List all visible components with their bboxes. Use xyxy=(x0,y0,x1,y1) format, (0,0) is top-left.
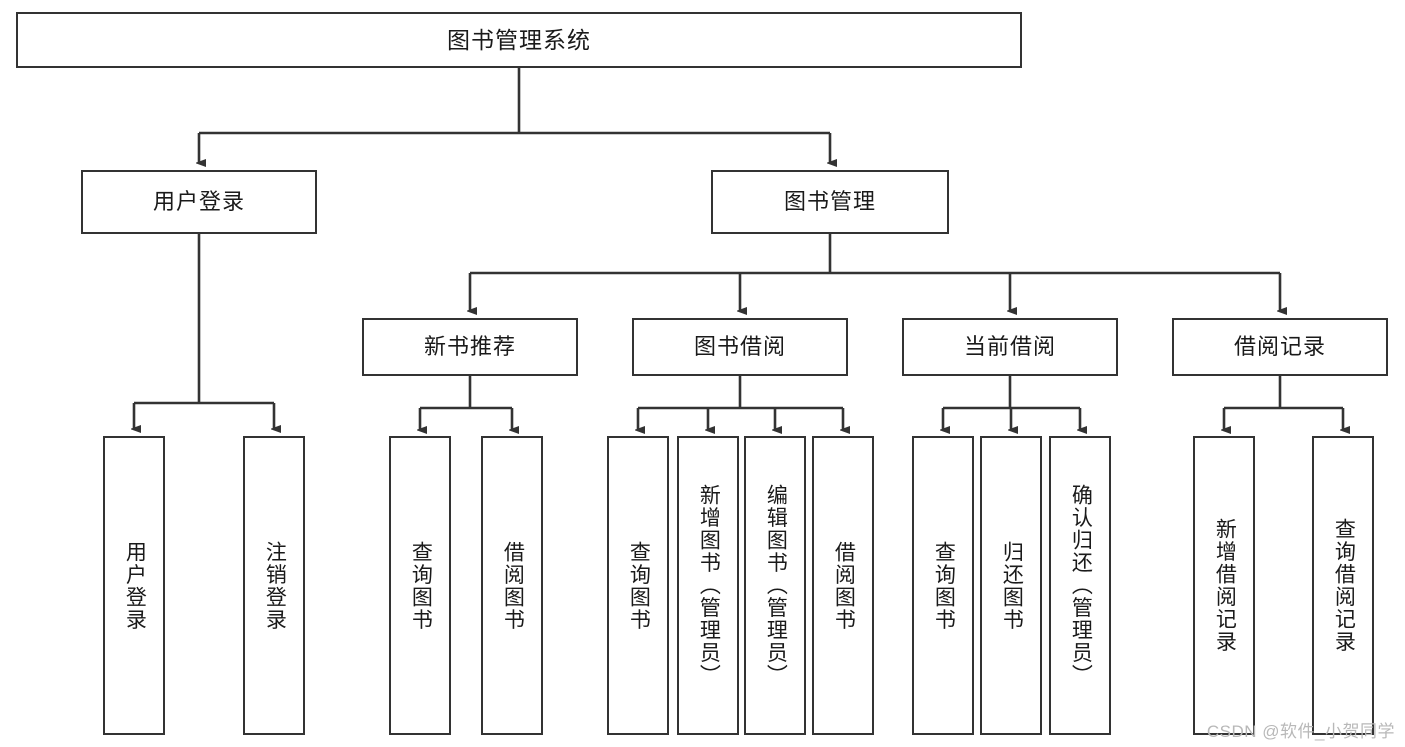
leaf-borrow-record-add-record[interactable]: 新增借阅记录 xyxy=(1193,436,1255,735)
leaf-book-borrow-add-book-admin[interactable]: 新增图书（管理员） xyxy=(677,436,739,735)
node-new-book-recommend[interactable]: 新书推荐 xyxy=(362,318,578,376)
node-label: 查询借阅记录 xyxy=(1332,518,1356,653)
node-user-login[interactable]: 用户登录 xyxy=(81,170,317,234)
leaf-borrow-record-query-record[interactable]: 查询借阅记录 xyxy=(1312,436,1374,735)
node-label: 借阅图书 xyxy=(832,540,856,631)
node-book-management[interactable]: 图书管理 xyxy=(711,170,949,234)
node-borrow-record[interactable]: 借阅记录 xyxy=(1172,318,1388,376)
node-label: 新增图书（管理员） xyxy=(697,484,721,687)
node-label: 借阅图书 xyxy=(501,540,525,631)
watermark-text: CSDN @软件_小贺同学 xyxy=(1206,722,1395,741)
leaf-user-login-login[interactable]: 用户登录 xyxy=(103,436,165,735)
leaf-current-borrow-query-book[interactable]: 查询图书 xyxy=(912,436,974,735)
node-label: 图书借阅 xyxy=(693,334,786,360)
leaf-book-borrow-edit-book-admin[interactable]: 编辑图书（管理员） xyxy=(744,436,806,735)
node-root-book-management-system[interactable]: 图书管理系统 xyxy=(16,12,1022,68)
leaf-new-book-query-book[interactable]: 查询图书 xyxy=(389,436,451,735)
leaf-new-book-borrow-book[interactable]: 借阅图书 xyxy=(481,436,543,735)
node-book-borrow[interactable]: 图书借阅 xyxy=(632,318,848,376)
node-label: 当前借阅 xyxy=(963,334,1056,360)
leaf-book-borrow-borrow-book[interactable]: 借阅图书 xyxy=(812,436,874,735)
leaf-user-login-logout[interactable]: 注销登录 xyxy=(243,436,305,735)
node-current-borrow[interactable]: 当前借阅 xyxy=(902,318,1118,376)
leaf-book-borrow-query-book[interactable]: 查询图书 xyxy=(607,436,669,735)
node-label: 查询图书 xyxy=(627,540,651,631)
node-label: 借阅记录 xyxy=(1233,334,1326,360)
leaf-current-borrow-confirm-return-admin[interactable]: 确认归还（管理员） xyxy=(1049,436,1111,735)
node-label: 查询图书 xyxy=(409,540,433,631)
node-label: 用户登录 xyxy=(123,540,147,631)
node-label: 查询图书 xyxy=(932,540,956,631)
leaf-current-borrow-return-book[interactable]: 归还图书 xyxy=(980,436,1042,735)
node-label: 编辑图书（管理员） xyxy=(764,484,788,687)
node-label: 归还图书 xyxy=(1000,540,1024,631)
node-label: 确认归还（管理员） xyxy=(1069,484,1093,687)
node-label: 新书推荐 xyxy=(423,334,516,360)
node-label: 用户登录 xyxy=(152,189,245,215)
node-label: 新增借阅记录 xyxy=(1213,518,1237,653)
node-label: 图书管理 xyxy=(783,189,876,215)
node-label: 图书管理系统 xyxy=(447,26,591,53)
node-label: 注销登录 xyxy=(263,540,287,631)
